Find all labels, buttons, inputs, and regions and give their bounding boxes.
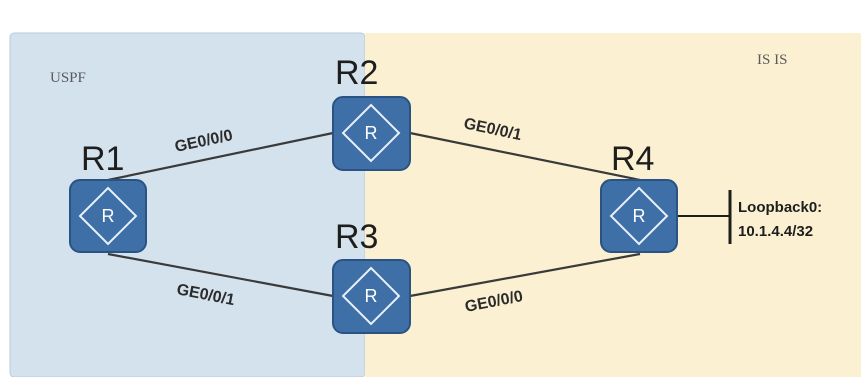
router-r3-name: R3	[335, 218, 378, 256]
link-r1-r3	[107, 252, 334, 298]
router-r1-name: R1	[81, 140, 124, 178]
router-r2-diamond-icon	[341, 103, 401, 163]
router-r4-diamond-icon	[609, 186, 669, 246]
router-r4-icon	[600, 179, 678, 253]
router-r2-name: R2	[335, 54, 378, 92]
ospf-area-label: USPF	[50, 70, 86, 86]
link-r3-r4	[409, 252, 641, 298]
router-r2-glyph: R	[365, 123, 378, 143]
link-r2-r4	[409, 131, 641, 182]
loopback-name: Loopback0:	[738, 199, 822, 216]
router-r4[interactable]: R4 R	[600, 140, 678, 253]
router-r2-icon	[332, 96, 411, 171]
loopback-address: 10.1.4.4/32	[738, 223, 813, 240]
router-r1-diamond-icon	[78, 186, 138, 246]
router-r1-glyph: R	[102, 206, 115, 226]
router-r4-glyph: R	[633, 206, 646, 226]
router-r3-diamond-icon	[341, 266, 401, 326]
router-r1-icon	[69, 179, 147, 253]
router-r4-name: R4	[611, 140, 654, 178]
router-r2[interactable]: R2 R	[332, 54, 411, 171]
router-r1[interactable]: R1 R	[69, 140, 147, 253]
link-r1-r2	[107, 131, 334, 182]
isis-area-label: IS IS	[757, 52, 787, 68]
router-r3-icon	[332, 259, 411, 334]
router-r3-glyph: R	[365, 286, 378, 306]
router-r3[interactable]: R3 R	[332, 218, 411, 334]
